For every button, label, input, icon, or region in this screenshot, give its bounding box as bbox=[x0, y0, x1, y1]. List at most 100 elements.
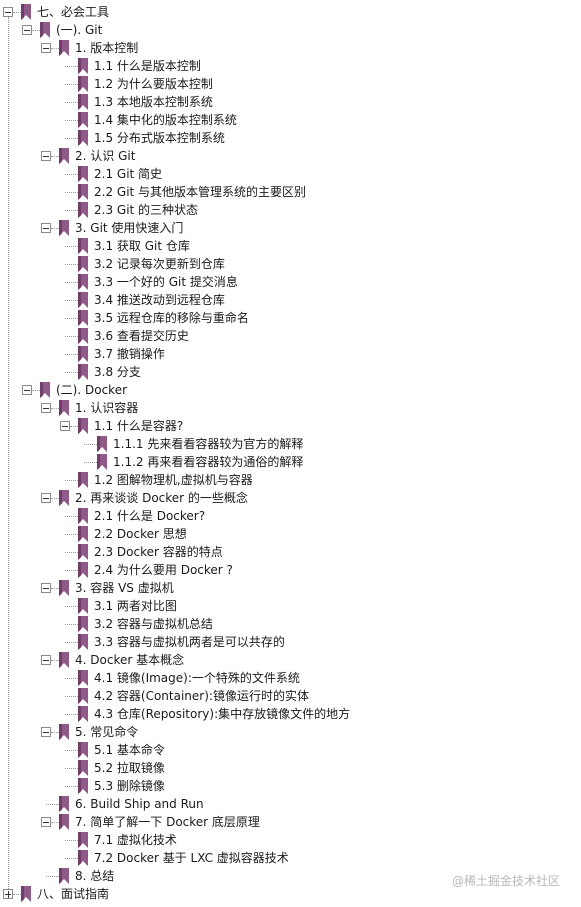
collapse-toggle[interactable] bbox=[41, 43, 51, 53]
tree-node[interactable]: 1. 版本控制 bbox=[0, 39, 581, 57]
tree-node[interactable]: 3.3 一个好的 Git 提交消息 bbox=[0, 273, 581, 291]
tree-node[interactable]: (一). Git bbox=[0, 21, 581, 39]
bookmark-label[interactable]: 1.1.1 先来看看容器较为官方的解释 bbox=[113, 437, 304, 451]
tree-node[interactable]: 4.3 仓库(Repository):集中存放镜像文件的地方 bbox=[0, 705, 581, 723]
tree-node[interactable]: 5.1 基本命令 bbox=[0, 741, 581, 759]
bookmark-label[interactable]: 4. Docker 基本概念 bbox=[75, 653, 185, 667]
tree-node[interactable]: 七、必会工具 bbox=[0, 3, 581, 21]
tree-node[interactable]: 7.1 虚拟化技术 bbox=[0, 831, 581, 849]
bookmark-label[interactable]: 3. 容器 VS 虚拟机 bbox=[75, 581, 174, 595]
bookmark-label[interactable]: 2.3 Docker 容器的特点 bbox=[94, 545, 223, 559]
bookmark-label[interactable]: 6. Build Ship and Run bbox=[75, 797, 204, 811]
bookmark-label[interactable]: 1.3 本地版本控制系统 bbox=[94, 95, 213, 109]
bookmark-label[interactable]: 4.2 容器(Container):镜像运行时的实体 bbox=[94, 689, 309, 703]
tree-node[interactable]: 1.1.1 先来看看容器较为官方的解释 bbox=[0, 435, 581, 453]
tree-node[interactable]: 1.1 什么是版本控制 bbox=[0, 57, 581, 75]
bookmark-label[interactable]: 3.8 分支 bbox=[94, 365, 141, 379]
bookmark-label[interactable]: 3.2 容器与虚拟机总结 bbox=[94, 617, 213, 631]
tree-node[interactable]: 8. 总结 bbox=[0, 867, 581, 885]
tree-node[interactable]: 3.5 远程仓库的移除与重命名 bbox=[0, 309, 581, 327]
tree-node[interactable]: 2.2 Git 与其他版本管理系统的主要区别 bbox=[0, 183, 581, 201]
tree-node[interactable]: 3.8 分支 bbox=[0, 363, 581, 381]
tree-node[interactable]: 3.6 查看提交历史 bbox=[0, 327, 581, 345]
bookmark-label[interactable]: (二). Docker bbox=[56, 383, 128, 397]
bookmark-label[interactable]: 2. 再来谈谈 Docker 的一些概念 bbox=[75, 491, 248, 505]
collapse-toggle[interactable] bbox=[22, 385, 32, 395]
tree-node[interactable]: 4. Docker 基本概念 bbox=[0, 651, 581, 669]
bookmark-label[interactable]: 2.4 为什么要用 Docker ? bbox=[94, 563, 233, 577]
collapse-toggle[interactable] bbox=[41, 583, 51, 593]
collapse-toggle[interactable] bbox=[41, 655, 51, 665]
bookmark-label[interactable]: 3. Git 使用快速入门 bbox=[75, 221, 184, 235]
bookmark-label[interactable]: 1.1 什么是版本控制 bbox=[94, 59, 201, 73]
collapse-toggle[interactable] bbox=[41, 727, 51, 737]
bookmark-label[interactable]: 1.1.2 再来看看容器较为通俗的解释 bbox=[113, 455, 304, 469]
tree-node[interactable]: 6. Build Ship and Run bbox=[0, 795, 581, 813]
tree-node[interactable]: 2.1 什么是 Docker? bbox=[0, 507, 581, 525]
bookmark-label[interactable]: 1.1 什么是容器? bbox=[94, 419, 184, 433]
bookmark-label[interactable]: 2.3 Git 的三种状态 bbox=[94, 203, 199, 217]
bookmark-label[interactable]: 2.1 Git 简史 bbox=[94, 167, 163, 181]
tree-node[interactable]: 3.2 容器与虚拟机总结 bbox=[0, 615, 581, 633]
tree-node[interactable]: 3. Git 使用快速入门 bbox=[0, 219, 581, 237]
tree-node[interactable]: 3.7 撤销操作 bbox=[0, 345, 581, 363]
tree-node[interactable]: 5.3 删除镜像 bbox=[0, 777, 581, 795]
collapse-toggle[interactable] bbox=[22, 25, 32, 35]
tree-node[interactable]: 2.4 为什么要用 Docker ? bbox=[0, 561, 581, 579]
bookmark-label[interactable]: 4.1 镜像(Image):一个特殊的文件系统 bbox=[94, 671, 300, 685]
collapse-toggle[interactable] bbox=[41, 817, 51, 827]
tree-node[interactable]: 7. 简单了解一下 Docker 底层原理 bbox=[0, 813, 581, 831]
tree-node[interactable]: 1.1 什么是容器? bbox=[0, 417, 581, 435]
bookmark-label[interactable]: 5.3 删除镜像 bbox=[94, 779, 165, 793]
bookmark-label[interactable]: 5.2 拉取镜像 bbox=[94, 761, 165, 775]
tree-node[interactable]: 3.1 两者对比图 bbox=[0, 597, 581, 615]
tree-node[interactable]: 7.2 Docker 基于 LXC 虚拟容器技术 bbox=[0, 849, 581, 867]
bookmark-label[interactable]: 7.2 Docker 基于 LXC 虚拟容器技术 bbox=[94, 851, 289, 865]
tree-node[interactable]: 1.4 集中化的版本控制系统 bbox=[0, 111, 581, 129]
bookmark-label[interactable]: 2.2 Git 与其他版本管理系统的主要区别 bbox=[94, 185, 307, 199]
tree-node[interactable]: 2.2 Docker 思想 bbox=[0, 525, 581, 543]
bookmark-label[interactable]: 3.1 两者对比图 bbox=[94, 599, 177, 613]
tree-node[interactable]: 4.1 镜像(Image):一个特殊的文件系统 bbox=[0, 669, 581, 687]
tree-node[interactable]: 3.1 获取 Git 仓库 bbox=[0, 237, 581, 255]
collapse-toggle[interactable] bbox=[41, 151, 51, 161]
tree-node[interactable]: 1.2 图解物理机,虚拟机与容器 bbox=[0, 471, 581, 489]
bookmark-label[interactable]: 2.1 什么是 Docker? bbox=[94, 509, 206, 523]
tree-node[interactable]: 2. 再来谈谈 Docker 的一些概念 bbox=[0, 489, 581, 507]
bookmark-label[interactable]: 八、面试指南 bbox=[37, 887, 110, 901]
bookmark-label[interactable]: 1. 版本控制 bbox=[75, 41, 139, 55]
collapse-toggle[interactable] bbox=[41, 493, 51, 503]
tree-node[interactable]: 2.1 Git 简史 bbox=[0, 165, 581, 183]
bookmark-label[interactable]: 1.2 图解物理机,虚拟机与容器 bbox=[94, 473, 253, 487]
tree-node[interactable]: 5.2 拉取镜像 bbox=[0, 759, 581, 777]
bookmark-label[interactable]: 4.3 仓库(Repository):集中存放镜像文件的地方 bbox=[94, 707, 351, 721]
tree-node[interactable]: (二). Docker bbox=[0, 381, 581, 399]
bookmark-label[interactable]: 3.6 查看提交历史 bbox=[94, 329, 189, 343]
bookmark-label[interactable]: 5.1 基本命令 bbox=[94, 743, 165, 757]
expand-toggle[interactable] bbox=[3, 889, 13, 899]
tree-node[interactable]: 3.2 记录每次更新到仓库 bbox=[0, 255, 581, 273]
tree-node[interactable]: 1.1.2 再来看看容器较为通俗的解释 bbox=[0, 453, 581, 471]
bookmark-label[interactable]: 5. 常见命令 bbox=[75, 725, 139, 739]
bookmark-label[interactable]: 3.3 容器与虚拟机两者是可以共存的 bbox=[94, 635, 285, 649]
tree-node[interactable]: 1. 认识容器 bbox=[0, 399, 581, 417]
bookmark-label[interactable]: 2. 认识 Git bbox=[75, 149, 136, 163]
tree-node[interactable]: 1.3 本地版本控制系统 bbox=[0, 93, 581, 111]
tree-node[interactable]: 3.4 推送改动到远程仓库 bbox=[0, 291, 581, 309]
collapse-toggle[interactable] bbox=[41, 403, 51, 413]
tree-node[interactable]: 八、面试指南 bbox=[0, 885, 581, 903]
tree-node[interactable]: 4.2 容器(Container):镜像运行时的实体 bbox=[0, 687, 581, 705]
bookmark-label[interactable]: 2.2 Docker 思想 bbox=[94, 527, 187, 541]
bookmark-label[interactable]: 3.2 记录每次更新到仓库 bbox=[94, 257, 225, 271]
tree-node[interactable]: 2. 认识 Git bbox=[0, 147, 581, 165]
bookmark-label[interactable]: 8. 总结 bbox=[75, 869, 115, 883]
tree-node[interactable]: 1.5 分布式版本控制系统 bbox=[0, 129, 581, 147]
bookmark-label[interactable]: 3.7 撤销操作 bbox=[94, 347, 165, 361]
bookmark-label[interactable]: 1. 认识容器 bbox=[75, 401, 139, 415]
tree-node[interactable]: 2.3 Docker 容器的特点 bbox=[0, 543, 581, 561]
bookmark-label[interactable]: 3.4 推送改动到远程仓库 bbox=[94, 293, 225, 307]
tree-node[interactable]: 3.3 容器与虚拟机两者是可以共存的 bbox=[0, 633, 581, 651]
bookmark-label[interactable]: (一). Git bbox=[56, 23, 103, 37]
bookmark-label[interactable]: 七、必会工具 bbox=[37, 5, 110, 19]
bookmark-label[interactable]: 1.5 分布式版本控制系统 bbox=[94, 131, 225, 145]
